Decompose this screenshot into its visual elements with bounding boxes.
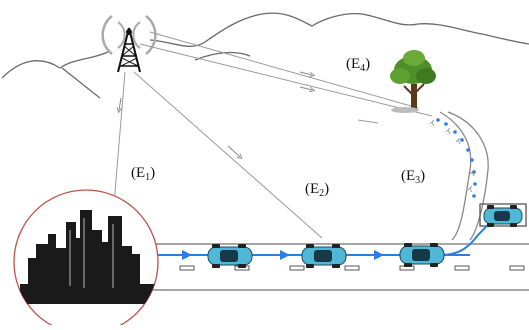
car-icon: [483, 205, 523, 227]
city-skyline-icon: [13, 189, 159, 330]
signal-lines: [109, 31, 433, 253]
car-icon: [301, 244, 347, 268]
car-icon: [399, 243, 445, 267]
label-e2: (E2): [305, 181, 329, 199]
tree-icon: [390, 50, 436, 113]
car-icon: [207, 244, 253, 268]
label-e1: (E1): [131, 165, 155, 183]
label-e3: (E3): [401, 168, 425, 186]
signal-line-e4: [149, 31, 419, 109]
signal-line-e3: [139, 43, 433, 117]
hills-background: [1, 12, 529, 99]
label-e4: (E4): [346, 56, 370, 74]
radio-tower-icon: [101, 15, 157, 73]
signal-line-e2: [133, 71, 323, 239]
